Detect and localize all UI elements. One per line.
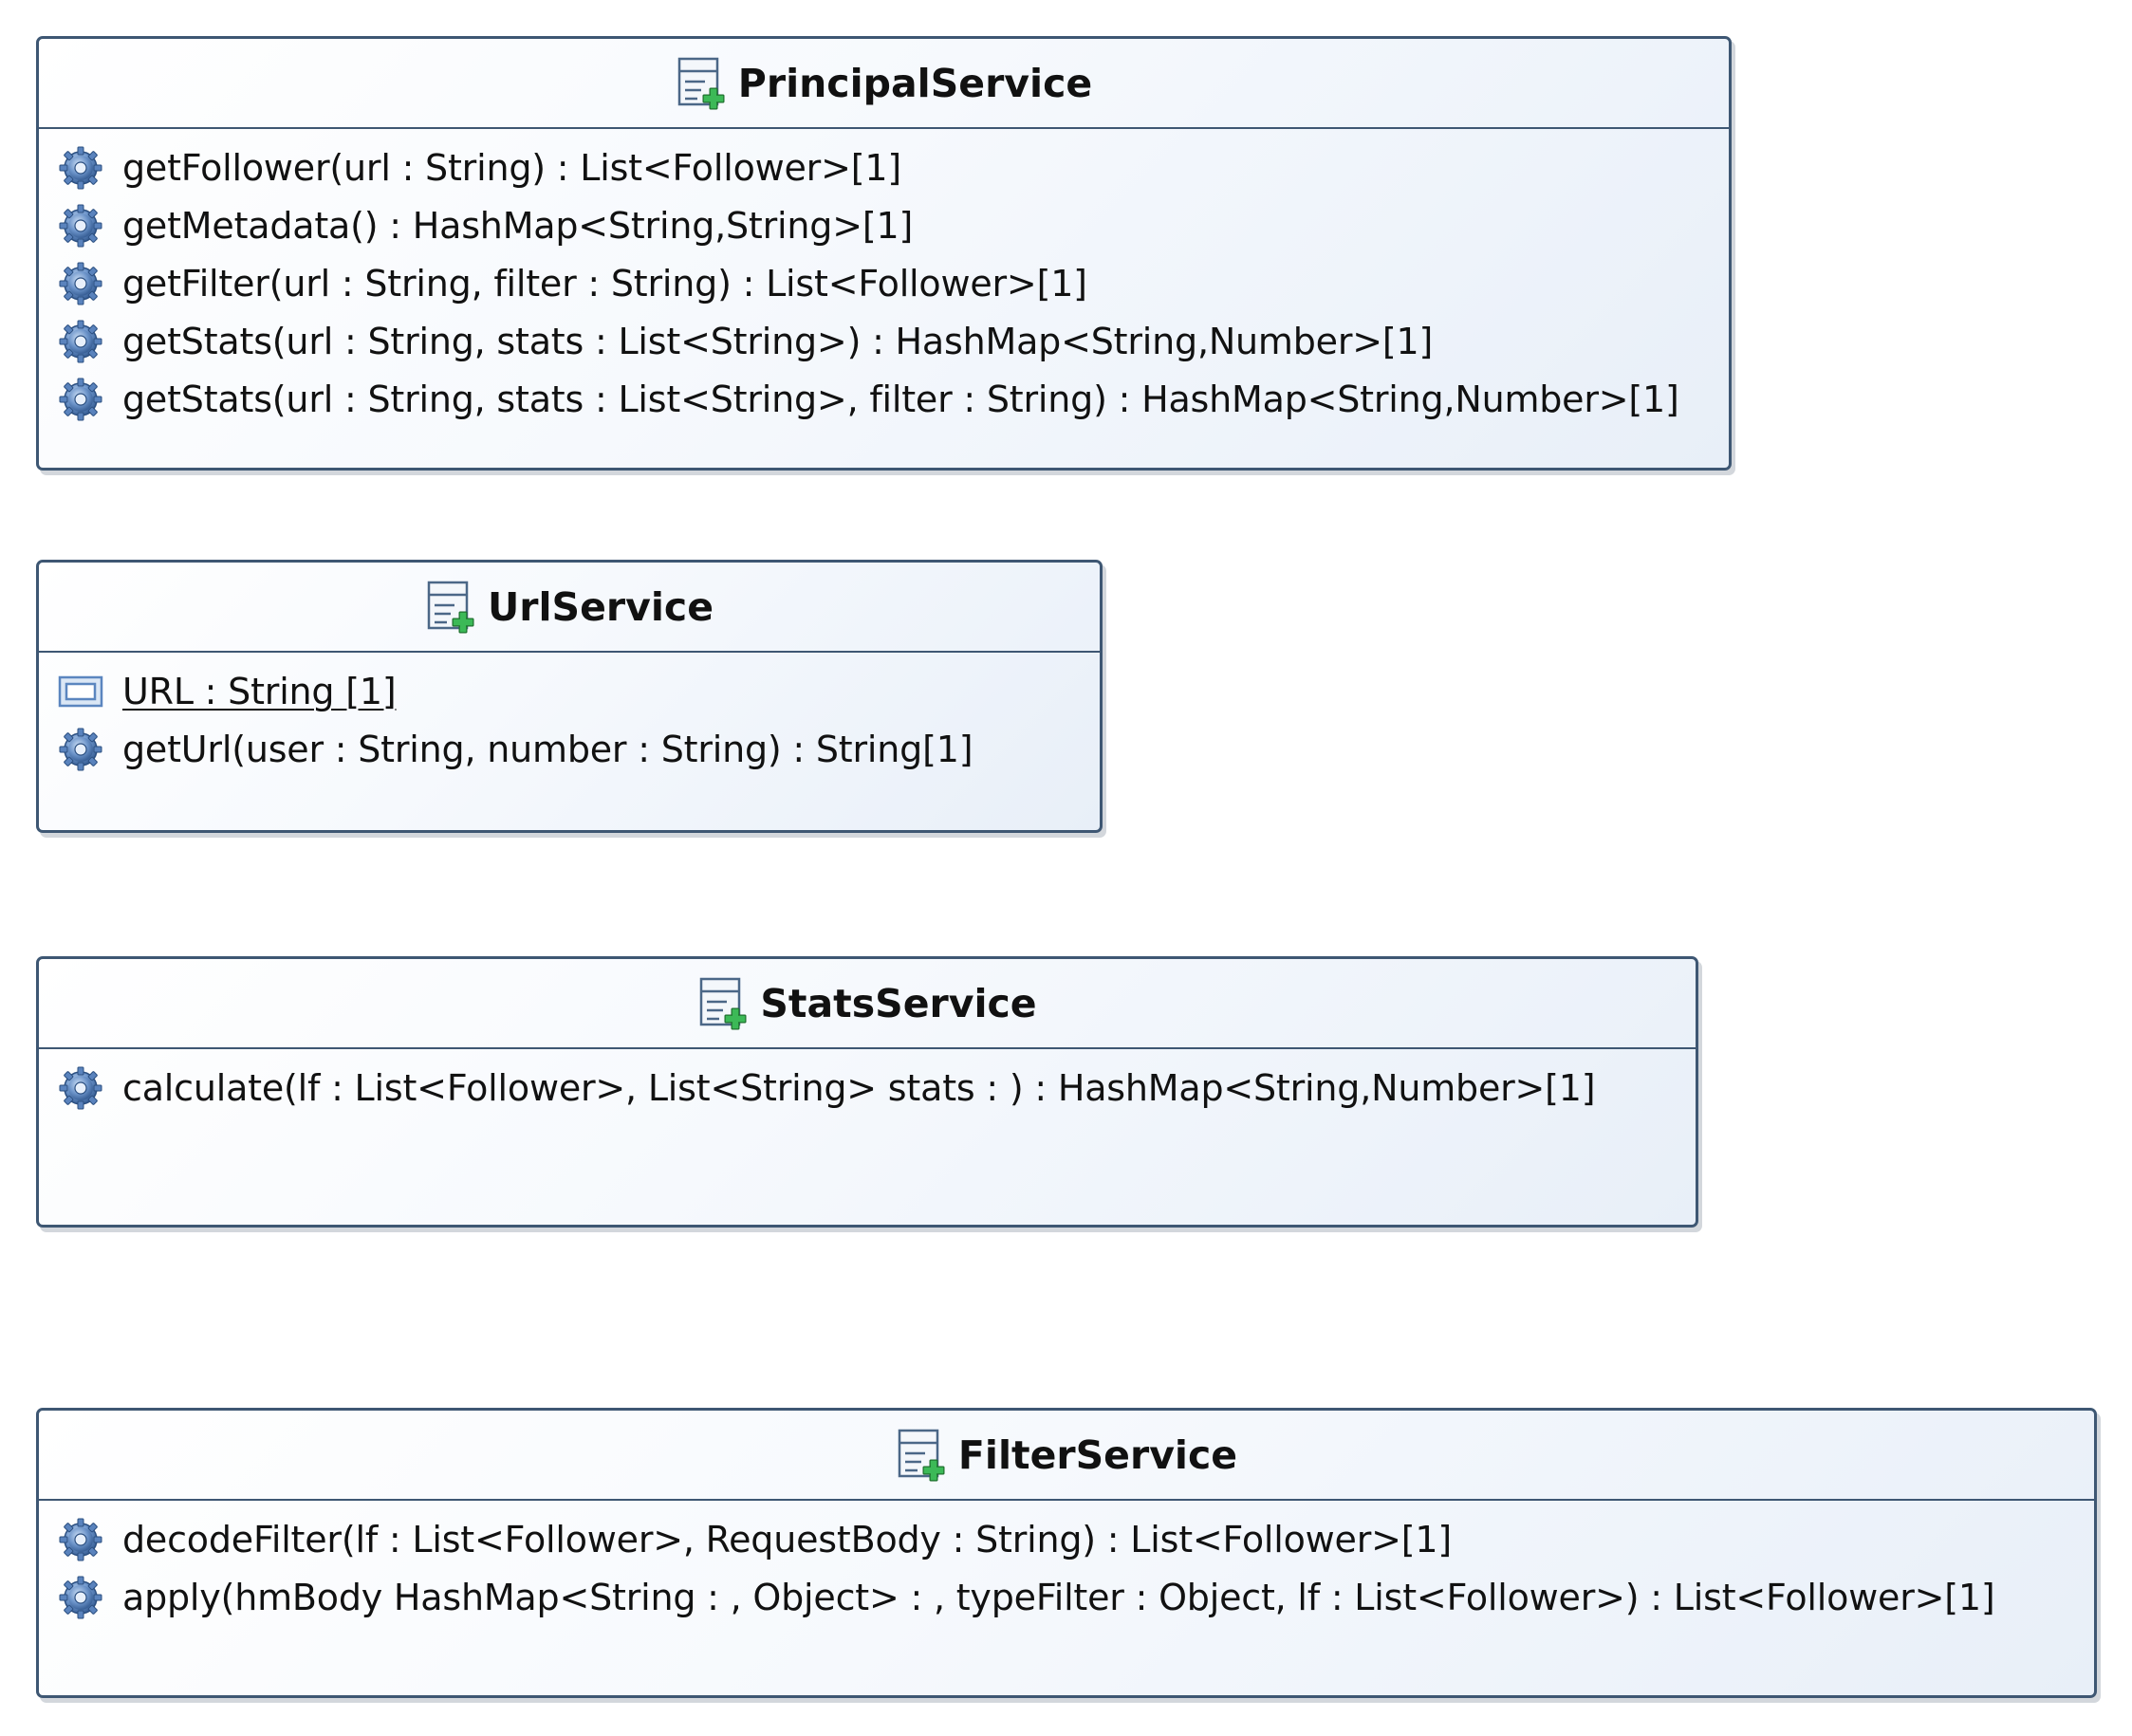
class-icon [700, 977, 748, 1030]
gear-icon [59, 1066, 102, 1110]
attribute-row[interactable]: URL : String [1] [39, 662, 1100, 720]
gear-icon [59, 320, 102, 363]
gear-icon [59, 728, 102, 771]
class-icon [898, 1429, 946, 1482]
operation-signature: getUrl(user : String, number : String) :… [122, 728, 973, 770]
gear-icon [59, 204, 102, 248]
operation-row[interactable]: calculate(lf : List<Follower>, List<Stri… [39, 1059, 1696, 1117]
gear-icon [59, 146, 102, 190]
operation-row[interactable]: getStats(url : String, stats : List<Stri… [39, 370, 1729, 428]
class-icon [677, 57, 726, 110]
class-header: PrincipalService [39, 39, 1729, 129]
operation-signature: getFilter(url : String, filter : String)… [122, 262, 1087, 305]
gear-icon [59, 378, 102, 421]
operation-signature: apply(hmBody HashMap<String : , Object> … [122, 1576, 1995, 1618]
gear-icon [59, 1518, 102, 1561]
operation-signature: getStats(url : String, stats : List<Stri… [122, 378, 1679, 420]
attribute-signature: URL : String [1] [122, 670, 397, 712]
class-header: StatsService [39, 959, 1696, 1049]
operation-row[interactable]: getStats(url : String, stats : List<Stri… [39, 312, 1729, 370]
class-box-statsservice[interactable]: StatsService calculate(lf : List<Followe… [36, 956, 1698, 1228]
operation-row[interactable]: getMetadata() : HashMap<String,String>[1… [39, 196, 1729, 254]
operations-compartment: decodeFilter(lf : List<Follower>, Reques… [39, 1501, 2094, 1626]
class-box-filterservice[interactable]: FilterService decodeFilter(lf : List<Fol… [36, 1408, 2097, 1698]
operation-signature: calculate(lf : List<Follower>, List<Stri… [122, 1066, 1596, 1109]
operation-signature: decodeFilter(lf : List<Follower>, Reques… [122, 1518, 1453, 1561]
class-name: StatsService [760, 980, 1037, 1026]
operation-row[interactable]: decodeFilter(lf : List<Follower>, Reques… [39, 1510, 2094, 1568]
operation-row[interactable]: getFollower(url : String) : List<Followe… [39, 139, 1729, 196]
members-compartment: URL : String [1] getUrl(user : String, n… [39, 653, 1100, 778]
gear-icon [59, 262, 102, 305]
operation-row[interactable]: getFilter(url : String, filter : String)… [39, 254, 1729, 312]
class-header: UrlService [39, 563, 1100, 653]
class-box-principalservice[interactable]: PrincipalService getFollower(url : Strin… [36, 36, 1732, 471]
operation-row[interactable]: getUrl(user : String, number : String) :… [39, 720, 1100, 778]
attribute-icon [58, 675, 103, 708]
class-icon [427, 581, 475, 634]
operations-compartment: getFollower(url : String) : List<Followe… [39, 129, 1729, 428]
class-box-urlservice[interactable]: UrlService URL : String [1] getUrl(user … [36, 560, 1103, 833]
class-name: PrincipalService [737, 60, 1093, 106]
operation-signature: getFollower(url : String) : List<Followe… [122, 146, 901, 189]
class-name: FilterService [957, 1431, 1238, 1478]
class-header: FilterService [39, 1411, 2094, 1501]
class-name: UrlService [487, 583, 714, 630]
operations-compartment: calculate(lf : List<Follower>, List<Stri… [39, 1049, 1696, 1117]
gear-icon [59, 1576, 102, 1619]
operation-row[interactable]: apply(hmBody HashMap<String : , Object> … [39, 1568, 2094, 1626]
operation-signature: getStats(url : String, stats : List<Stri… [122, 320, 1434, 362]
operation-signature: getMetadata() : HashMap<String,String>[1… [122, 204, 914, 247]
